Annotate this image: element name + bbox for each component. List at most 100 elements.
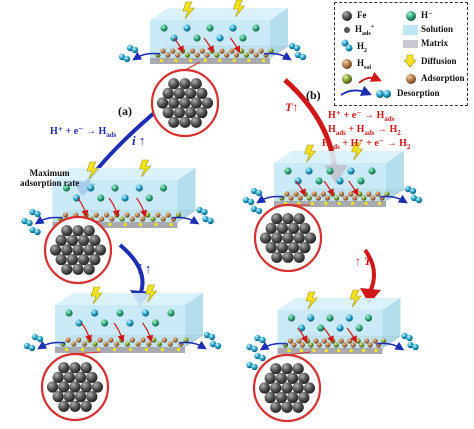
fe-atom (173, 107, 185, 119)
adsorbed-particle (108, 337, 114, 343)
adsorption-arrow (348, 180, 359, 197)
h2-molecule (293, 44, 301, 52)
solution-particle (317, 324, 325, 332)
adsorbed-particle (156, 341, 163, 347)
solution-particle (355, 324, 363, 332)
diffusion-mark (108, 223, 112, 226)
adsorbed-particle (161, 337, 168, 343)
h2-molecule (254, 352, 261, 360)
h2-molecule (250, 187, 258, 195)
fe-atom (265, 222, 277, 234)
adsorbed-particle (93, 212, 99, 218)
adsorption-arrow (77, 197, 89, 218)
solution-particle (167, 309, 175, 317)
solution-particle (72, 194, 81, 202)
lightning-icon (304, 144, 317, 163)
solution-particle (326, 314, 334, 322)
fe-atom (86, 371, 98, 383)
h2-legend-icon-b (345, 44, 353, 52)
fe-atom (281, 363, 293, 375)
adsorbed-particle (81, 341, 88, 347)
adsorption-arrow (346, 327, 357, 344)
diffusion-mark (177, 348, 180, 351)
h2-legend-icon-a (341, 39, 349, 47)
solution-particle (90, 309, 99, 317)
adsorbed-particle (293, 191, 299, 197)
diffusion-mark (138, 223, 142, 226)
scene-initial (118, 0, 307, 64)
solution-top (55, 293, 203, 305)
diffusion-legend-icon (403, 54, 417, 68)
adsorbed-particle (299, 342, 306, 348)
fe-atom (162, 87, 174, 99)
zoom-b-final (252, 351, 322, 423)
adsorbed-particle (363, 338, 370, 344)
h2-molecule (250, 205, 258, 213)
solution-top (150, 8, 288, 20)
adsorbed-particle (71, 341, 77, 347)
solution-side (177, 168, 196, 222)
adsorbed-particle (119, 216, 125, 222)
solution-particle (294, 177, 302, 185)
adsorbed-particle (172, 337, 178, 343)
adsorption-arrow (297, 327, 308, 344)
fe-atom (270, 363, 282, 375)
arrow-b-to-3 (363, 248, 376, 293)
h2-molecule (118, 53, 126, 61)
diffusion-mark (129, 348, 132, 351)
solution-particle (75, 319, 83, 327)
adsorption-arrow (142, 322, 154, 343)
panel-b-equation-2: Hads + Hads → H2 (328, 124, 401, 137)
adsorbed-particle (155, 212, 161, 218)
fe-atom (80, 400, 92, 412)
solution-particle (239, 34, 247, 42)
diffusion-mark (324, 202, 328, 205)
diffusion-mark (65, 348, 68, 351)
fe-atom (63, 371, 75, 383)
desorption-arrow (178, 340, 207, 350)
fe-atom (299, 222, 311, 234)
fe-atom (293, 232, 305, 244)
solution-legend-icon (403, 25, 418, 35)
adsorbed-particle (347, 338, 353, 344)
adsorbed-particle (129, 337, 135, 343)
h2-molecule (246, 361, 253, 369)
fe-atom (275, 392, 288, 404)
adsorption-arrow (173, 37, 184, 54)
adsorption-arrow (229, 37, 241, 54)
temp-label-2: ↑ T (355, 254, 372, 268)
h2-molecule (201, 208, 208, 216)
adsorbed-particle (367, 342, 373, 348)
adsorbed-particle (350, 342, 356, 348)
solution-particle (111, 184, 119, 192)
desorption-arrow (37, 340, 66, 350)
fe-atom (298, 392, 310, 404)
fe-atom (271, 213, 283, 225)
fe-atom (196, 107, 208, 119)
h2-molecule (36, 335, 44, 343)
adsorbed-particle (366, 191, 372, 197)
fe-atom (168, 97, 180, 109)
fe-atom (292, 382, 304, 394)
h2-molecule (259, 354, 266, 362)
desorption-legend-icon-b (383, 90, 391, 98)
fe-atom (179, 78, 191, 90)
h2-molecule (246, 343, 253, 351)
adsorbed-particle (333, 342, 339, 348)
adsorbed-particle (129, 216, 136, 222)
adsorbed-particle (135, 341, 141, 347)
solution-particle (336, 324, 344, 332)
fe-atom (185, 107, 197, 119)
solution-side (386, 151, 404, 201)
diffusion-mark (97, 348, 100, 351)
h2-molecule (207, 217, 214, 225)
adsorbed-particle (146, 341, 152, 347)
h-sol-legend-icon (342, 59, 352, 69)
solution-side (382, 298, 401, 348)
solution-particle (62, 184, 71, 192)
solution-particle (229, 24, 237, 32)
fe-atom (179, 116, 191, 128)
adsorbed-particle (258, 48, 264, 54)
panel-a-label: (a) (118, 104, 132, 118)
